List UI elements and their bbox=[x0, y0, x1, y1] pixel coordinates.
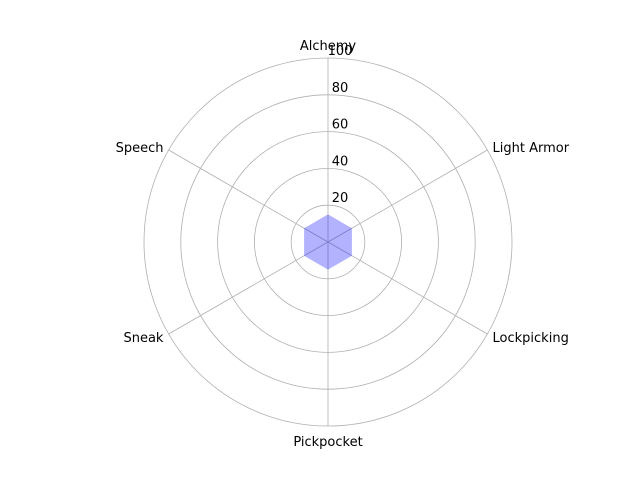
grid-spokes bbox=[168, 58, 488, 426]
r-tick-label-40: 40 bbox=[332, 154, 349, 169]
category-label-light-armor: Light Armor bbox=[493, 141, 570, 156]
r-tick-label-20: 20 bbox=[332, 191, 349, 206]
radial-tick-labels: 20 40 60 80 100 bbox=[328, 44, 353, 206]
series-area-0 bbox=[304, 214, 352, 270]
category-label-alchemy: Alchemy bbox=[300, 39, 357, 54]
r-tick-label-100: 100 bbox=[328, 44, 353, 59]
r-tick-label-80: 80 bbox=[332, 81, 349, 96]
category-label-pickpocket: Pickpocket bbox=[293, 435, 362, 450]
category-label-speech: Speech bbox=[116, 141, 164, 156]
r-tick-label-60: 60 bbox=[332, 118, 349, 133]
category-label-sneak: Sneak bbox=[123, 331, 163, 346]
spoke-1 bbox=[327, 149, 488, 243]
spoke-2 bbox=[327, 241, 488, 335]
spoke-4 bbox=[168, 241, 329, 335]
category-label-lockpicking: Lockpicking bbox=[493, 331, 569, 346]
series-layer bbox=[304, 214, 352, 270]
spoke-5 bbox=[168, 149, 329, 243]
